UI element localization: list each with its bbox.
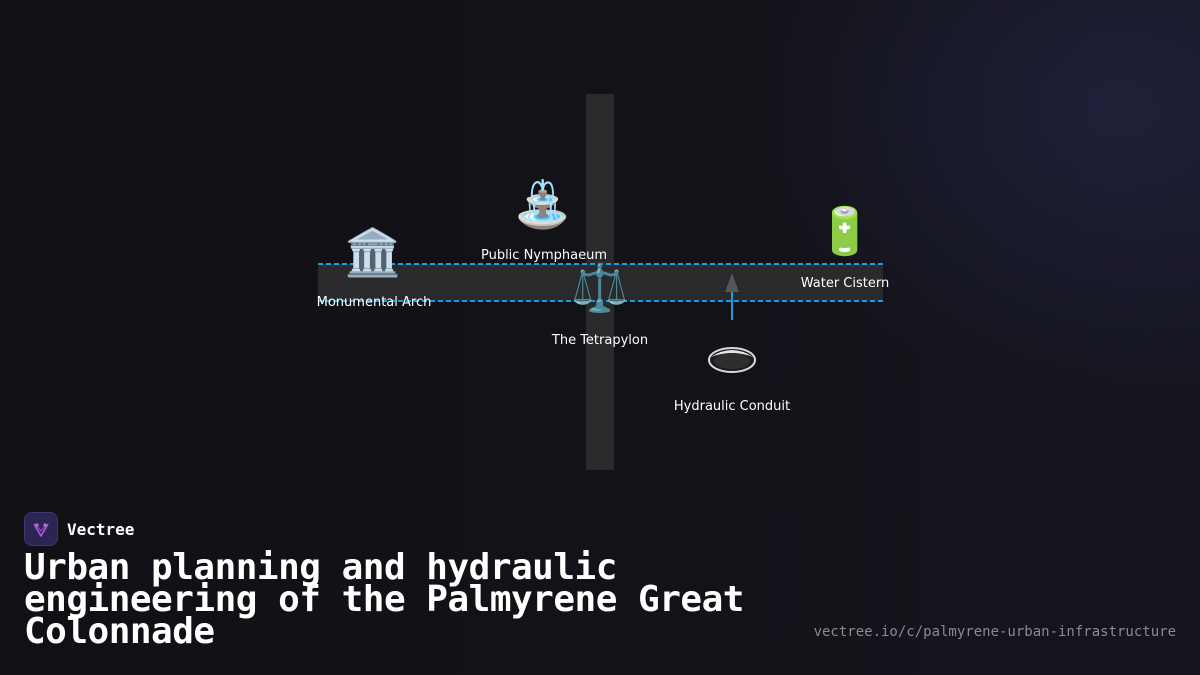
node-monumental-arch[interactable]: 🏛️ Monumental Arch: [317, 225, 432, 310]
battery-icon: 🔋: [816, 204, 873, 258]
water-cistern-label: Water Cistern: [801, 276, 889, 291]
hydraulic-conduit-label: Hydraulic Conduit: [674, 399, 790, 414]
vectree-logo-icon: [24, 512, 58, 546]
balance-scale-icon: ⚖️: [571, 261, 628, 315]
source-url[interactable]: vectree.io/c/palmyrene-urban-infrastruct…: [813, 624, 1176, 640]
classical-building-icon: 🏛️: [344, 225, 401, 279]
public-nymphaeum-label: Public Nymphaeum: [481, 248, 607, 263]
brand[interactable]: Vectree: [24, 512, 134, 546]
monumental-arch-label: Monumental Arch: [317, 295, 432, 310]
horizontal-street: [318, 264, 883, 301]
conduit-flow-arrowhead: [725, 273, 739, 292]
conduit-disc-icon: [708, 347, 756, 373]
the-tetrapylon-label: The Tetrapylon: [551, 333, 648, 348]
node-hydraulic-conduit[interactable]: Hydraulic Conduit: [674, 347, 790, 414]
node-water-cistern[interactable]: 🔋 Water Cistern: [801, 204, 889, 291]
fountain-icon: ⛲: [514, 177, 571, 232]
brand-name: Vectree: [67, 519, 135, 539]
node-the-tetrapylon[interactable]: ⚖️ The Tetrapylon: [551, 261, 648, 348]
page-title: Urban planning and hydraulic engineering…: [24, 547, 744, 652]
node-public-nymphaeum[interactable]: ⛲ Public Nymphaeum: [481, 177, 607, 263]
